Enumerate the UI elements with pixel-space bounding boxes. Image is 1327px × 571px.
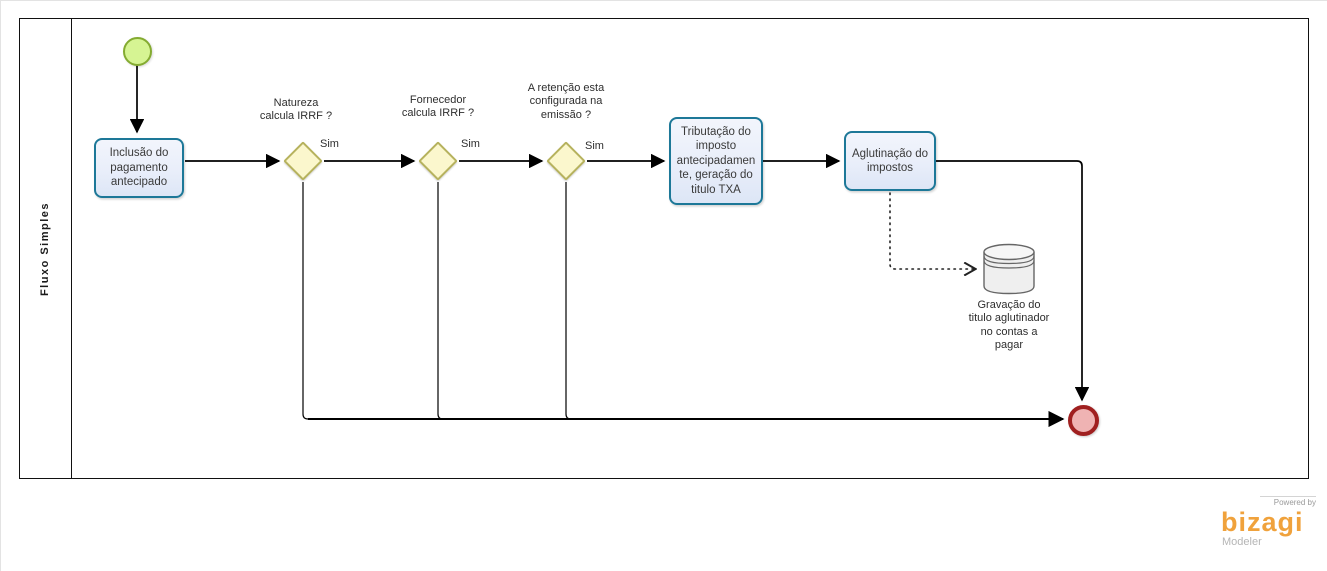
datastore-icon <box>983 243 1035 295</box>
flow-gw-natureza-no-drop[interactable] <box>302 182 309 420</box>
bizagi-product-name: Modeler <box>1222 536 1262 548</box>
pool-fluxo-simples[interactable]: Fluxo Simples <box>19 18 1309 479</box>
bizagi-branding: Powered by bizagi Modeler <box>1221 493 1316 548</box>
gateway-retencao-label: A retenção esta configurada na emissão ? <box>527 82 605 121</box>
datastore-label: Gravação do titulo aglutinador no contas… <box>968 299 1050 352</box>
gateway-natureza-label: Natureza calcula IRRF ? <box>259 97 333 123</box>
edge-label-sim-3: Sim <box>585 140 604 152</box>
lane-label: Fluxo Simples <box>39 201 52 296</box>
end-event[interactable] <box>1068 405 1099 436</box>
edge-label-sim-1: Sim <box>320 138 339 150</box>
bizagi-logo: bizagi <box>1221 507 1304 537</box>
association-aglutinacao-to-datastore[interactable] <box>889 192 975 269</box>
powered-by-text: Powered by <box>1221 493 1316 509</box>
start-event[interactable] <box>123 37 152 66</box>
task-tributacao-imposto[interactable]: Tributação do imposto antecipadamen te, … <box>669 117 763 205</box>
task-label: Tributação do imposto antecipadamen te, … <box>676 126 756 196</box>
datastore-gravacao-titulo[interactable] <box>983 243 1035 295</box>
flow-aglutinacao-to-end[interactable] <box>936 160 1090 402</box>
task-aglutinacao-impostos[interactable]: Aglutinação do impostos <box>844 131 936 191</box>
edge-label-sim-2: Sim <box>461 138 480 150</box>
task-label: Inclusão do pagamento antecipado <box>109 147 169 189</box>
gateway-fornecedor-label: Fornecedor calcula IRRF ? <box>401 94 475 120</box>
lane-header[interactable]: Fluxo Simples <box>20 19 72 478</box>
task-inclusao-pagamento[interactable]: Inclusão do pagamento antecipado <box>94 138 184 198</box>
task-label: Aglutinação do impostos <box>851 147 929 174</box>
